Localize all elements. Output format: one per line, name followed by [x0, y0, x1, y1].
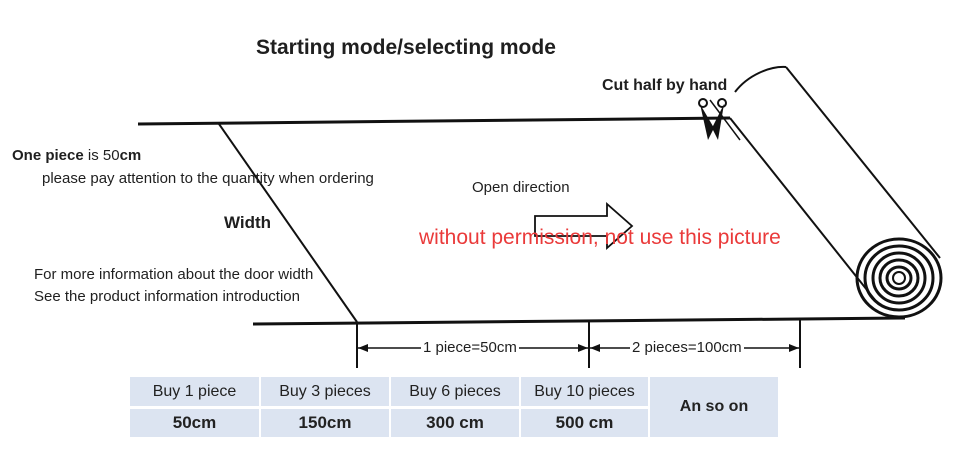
- table-header-3: Buy 6 pieces: [409, 382, 501, 400]
- scissors-icon: [698, 98, 727, 140]
- attention-note: please pay attention to the quantity whe…: [42, 170, 374, 187]
- table-extra-text: An so on: [679, 398, 749, 415]
- roll-side-lower: [729, 117, 876, 301]
- more-info-note: For more information about the door widt…: [34, 266, 314, 283]
- width-label: Width: [224, 213, 272, 232]
- sheet-bottom-edge: [252, 316, 906, 326]
- table-col-divider-3: [519, 377, 521, 437]
- roll-side-upper: [785, 66, 941, 259]
- table-extra-cell: An so on: [650, 377, 778, 437]
- table-value-4: 500 cm: [555, 413, 614, 432]
- table-value-2: 150cm: [298, 413, 352, 432]
- one-piece-mid: is 50: [83, 147, 120, 164]
- table-value-1: 50cm: [172, 413, 217, 432]
- pricing-table: Buy 1 piece Buy 3 pieces Buy 6 pieces Bu…: [130, 377, 648, 437]
- watermark: without permission, not use this picture: [419, 226, 781, 249]
- one-piece-unit: cm: [119, 147, 142, 164]
- dimension-label-1: 1 piece=50cm: [421, 339, 519, 356]
- table-header-1: Buy 1 piece: [152, 382, 237, 400]
- one-piece-bold: One piece: [12, 147, 84, 164]
- arrowhead-right-2: [789, 344, 799, 352]
- dimension-label-2: 2 pieces=100cm: [630, 339, 744, 356]
- diagram-title: Starting mode/selecting mode: [256, 36, 556, 59]
- arrowhead-left-1: [358, 344, 368, 352]
- roll-end: [855, 237, 943, 319]
- width-diagonal: [218, 123, 358, 323]
- table-header-4: Buy 10 pieces: [534, 382, 635, 400]
- cut-line: [709, 99, 741, 141]
- direction-arrow-icon: [534, 202, 634, 250]
- sheet-top-edge: [137, 116, 731, 126]
- roll-curl: [734, 65, 787, 93]
- table-col-divider-1: [259, 377, 261, 437]
- table-col-divider-2: [389, 377, 391, 437]
- one-piece-note: One piece is 50cm: [12, 147, 141, 164]
- table-header-2: Buy 3 pieces: [279, 382, 371, 400]
- arrowhead-left-2: [590, 344, 600, 352]
- arrowhead-right-1: [578, 344, 588, 352]
- open-direction-label: Open direction: [472, 179, 570, 196]
- cut-label: Cut half by hand: [602, 77, 728, 94]
- see-info-note: See the product information introduction: [34, 288, 300, 305]
- table-value-3: 300 cm: [426, 413, 484, 432]
